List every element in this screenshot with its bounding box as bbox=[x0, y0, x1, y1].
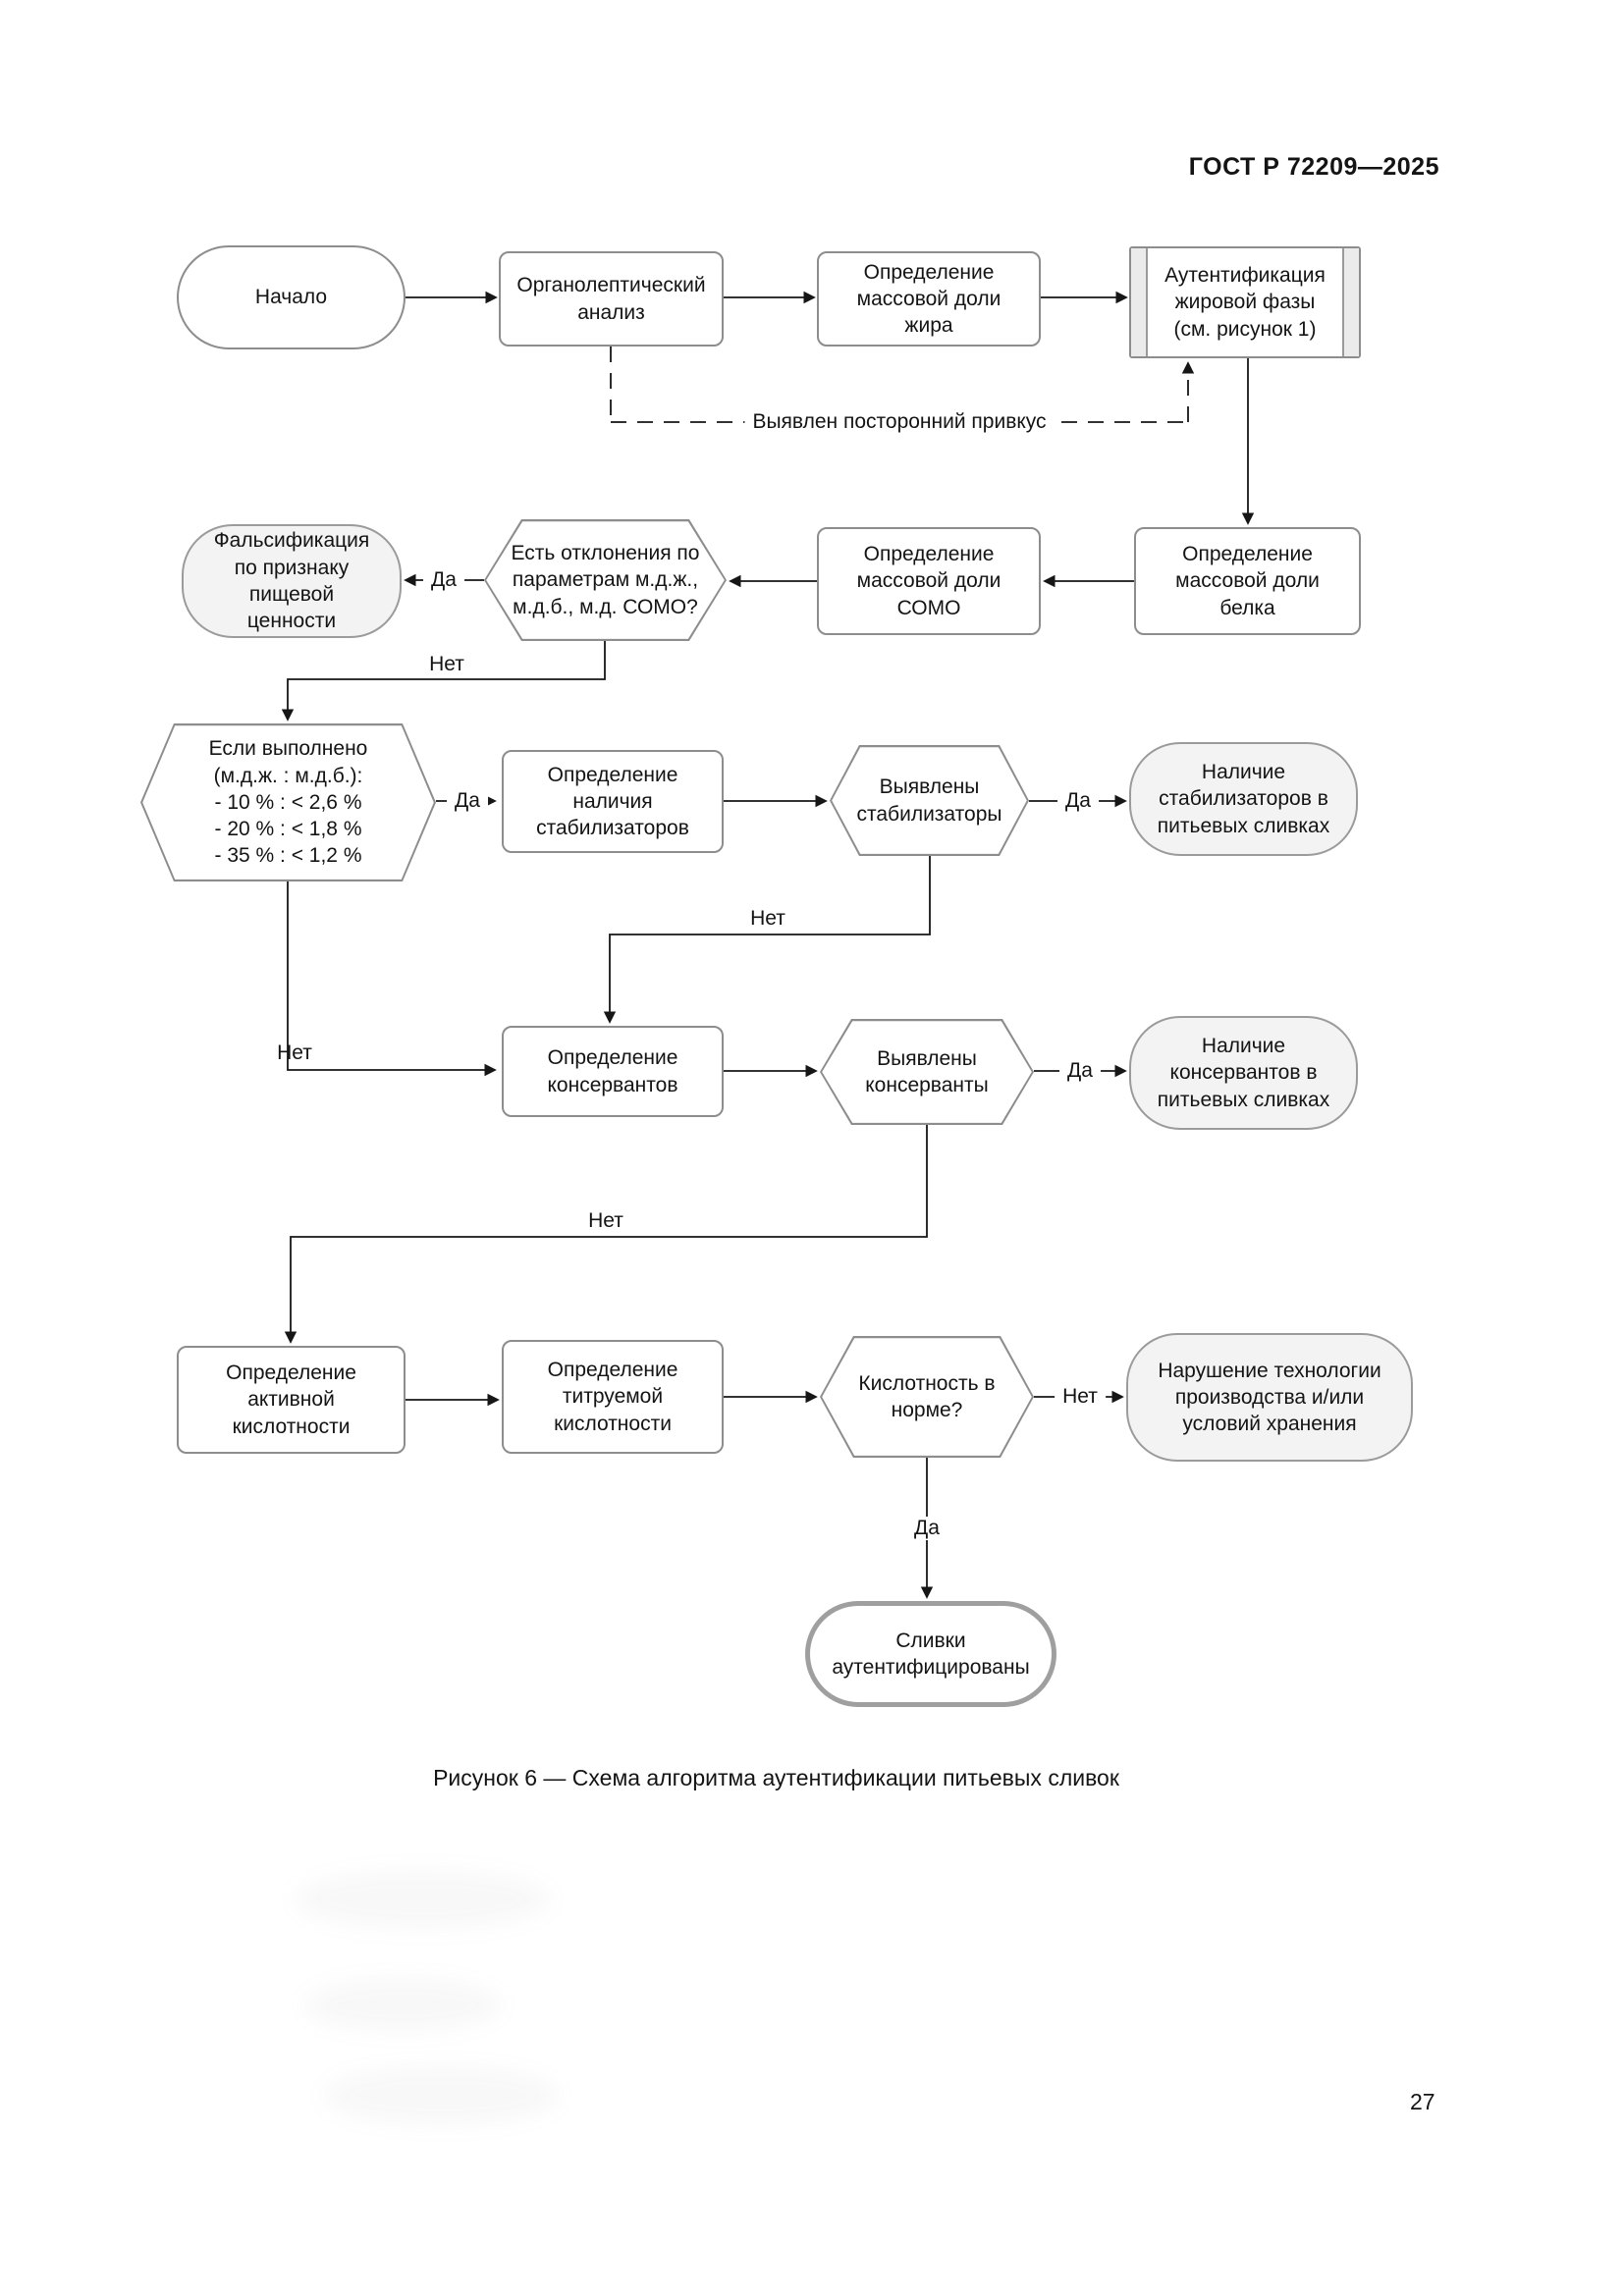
node-preservatives-presence-label: Наличие консервантов в питьевых сливках bbox=[1157, 1035, 1330, 1111]
hexagon-fill bbox=[142, 725, 434, 880]
edge-label-yes: Да bbox=[1059, 1059, 1101, 1083]
scan-smudge bbox=[324, 2066, 560, 2125]
node-preservatives-found-decision-label: Выявлены консерванты bbox=[865, 1046, 989, 1096]
node-stabilizers-found-decision-label: Выявлены стабилизаторы bbox=[856, 775, 1002, 826]
node-fat-mass-determination: Определение массовой доли жира bbox=[817, 251, 1041, 347]
node-stabilizers-presence: Наличие стабилизаторов в питьевых сливка… bbox=[1129, 742, 1358, 856]
node-fat-phase-authentication-label: Аутентификация жировой фазы (см. рисунок… bbox=[1164, 264, 1326, 341]
node-stabilizers-presence-label: Наличие стабилизаторов в питьевых сливка… bbox=[1157, 761, 1330, 837]
node-acidity-norm-decision: Кислотность в норме? bbox=[820, 1336, 1034, 1458]
hexagon-fill bbox=[832, 747, 1027, 854]
node-deviations-decision: Есть отклонения по параметрам м.д.ж., м.… bbox=[484, 519, 727, 641]
edge-label-no: Нет bbox=[277, 1041, 312, 1064]
node-start: Начало bbox=[177, 245, 406, 349]
node-cream-authenticated: Сливки аутентифицированы bbox=[805, 1601, 1056, 1707]
page-number: 27 bbox=[1410, 2089, 1435, 2114]
connector bbox=[603, 856, 931, 1024]
node-technology-violation: Нарушение технологии производства и/или … bbox=[1126, 1333, 1413, 1462]
edge-label-yes: Да bbox=[1057, 789, 1099, 813]
node-somo-mass-determination-label: Определение массовой доли СОМО bbox=[856, 543, 1001, 619]
node-organoleptic-analysis: Органолептический анализ bbox=[499, 251, 724, 347]
edge-label-no: Нет bbox=[750, 907, 785, 930]
figure-caption: Рисунок 6 — Схема алгоритма аутентификац… bbox=[433, 1765, 1119, 1790]
node-preservative-detection-label: Определение консервантов bbox=[547, 1046, 678, 1096]
node-protein-mass-determination: Определение массовой доли белка bbox=[1134, 527, 1361, 635]
connector bbox=[287, 881, 497, 1077]
edge-label-yes: Да bbox=[906, 1517, 947, 1540]
edge-label-no: Нет bbox=[588, 1209, 623, 1232]
node-ratio-check-decision: Если выполнено (м.д.ж. : м.д.б.): - 10 %… bbox=[140, 723, 436, 881]
hexagon-fill bbox=[822, 1338, 1032, 1456]
edge-label-yes: Да bbox=[447, 789, 488, 813]
node-somo-mass-determination: Определение массовой доли СОМО bbox=[817, 527, 1041, 635]
node-cream-authenticated-label: Сливки аутентифицированы bbox=[832, 1629, 1030, 1679]
node-titratable-acidity-determination-label: Определение титруемой кислотности bbox=[547, 1359, 678, 1435]
hexagon-fill bbox=[822, 1021, 1032, 1123]
node-falsification: Фальсификация по признаку пищевой ценнос… bbox=[182, 524, 402, 638]
node-falsification-label: Фальсификация по признаку пищевой ценнос… bbox=[213, 529, 370, 633]
node-stabilizers-found-decision: Выявлены стабилизаторы bbox=[830, 745, 1029, 856]
node-preservatives-presence: Наличие консервантов в питьевых сливках bbox=[1129, 1016, 1358, 1130]
node-deviations-decision-label: Есть отклонения по параметрам м.д.ж., м.… bbox=[511, 542, 700, 618]
edge-label-no: Нет bbox=[1055, 1385, 1106, 1409]
dashed-connectors bbox=[610, 347, 1195, 423]
node-ratio-check-decision-label: Если выполнено (м.д.ж. : м.д.б.): - 10 %… bbox=[208, 737, 368, 868]
node-acidity-norm-decision-label: Кислотность в норме? bbox=[858, 1371, 996, 1421]
connector bbox=[284, 1125, 928, 1344]
scan-smudge bbox=[304, 1978, 501, 2032]
node-technology-violation-label: Нарушение технологии производства и/или … bbox=[1158, 1359, 1381, 1436]
document-header: ГОСТ Р 72209—2025 bbox=[1188, 153, 1439, 181]
node-stabilizer-detection-label: Определение наличия стабилизаторов bbox=[536, 763, 689, 840]
connector bbox=[281, 641, 606, 721]
edge-label-no: Нет bbox=[429, 653, 464, 675]
node-stabilizer-detection: Определение наличия стабилизаторов bbox=[502, 750, 724, 853]
node-titratable-acidity-determination: Определение титруемой кислотности bbox=[502, 1340, 724, 1454]
node-protein-mass-determination-label: Определение массовой доли белка bbox=[1175, 543, 1320, 619]
node-fat-phase-authentication: Аутентификация жировой фазы (см. рисунок… bbox=[1129, 246, 1361, 358]
edge-label-off-flavor: Выявлен посторонний привкус bbox=[744, 410, 1055, 434]
edge-label-yes: Да bbox=[423, 568, 464, 592]
node-active-acidity-determination: Определение активной кислотности bbox=[177, 1346, 406, 1454]
node-active-acidity-determination-label: Определение активной кислотности bbox=[226, 1362, 356, 1438]
node-preservative-detection: Определение консервантов bbox=[502, 1026, 724, 1117]
hexagon-fill bbox=[486, 521, 725, 639]
node-fat-mass-determination-label: Определение массовой доли жира bbox=[856, 260, 1001, 338]
node-organoleptic-analysis-label: Органолептический анализ bbox=[516, 274, 706, 324]
node-start-label: Начало bbox=[254, 286, 328, 309]
node-preservatives-found-decision: Выявлены консерванты bbox=[820, 1019, 1034, 1125]
scan-smudge bbox=[295, 1870, 550, 1929]
